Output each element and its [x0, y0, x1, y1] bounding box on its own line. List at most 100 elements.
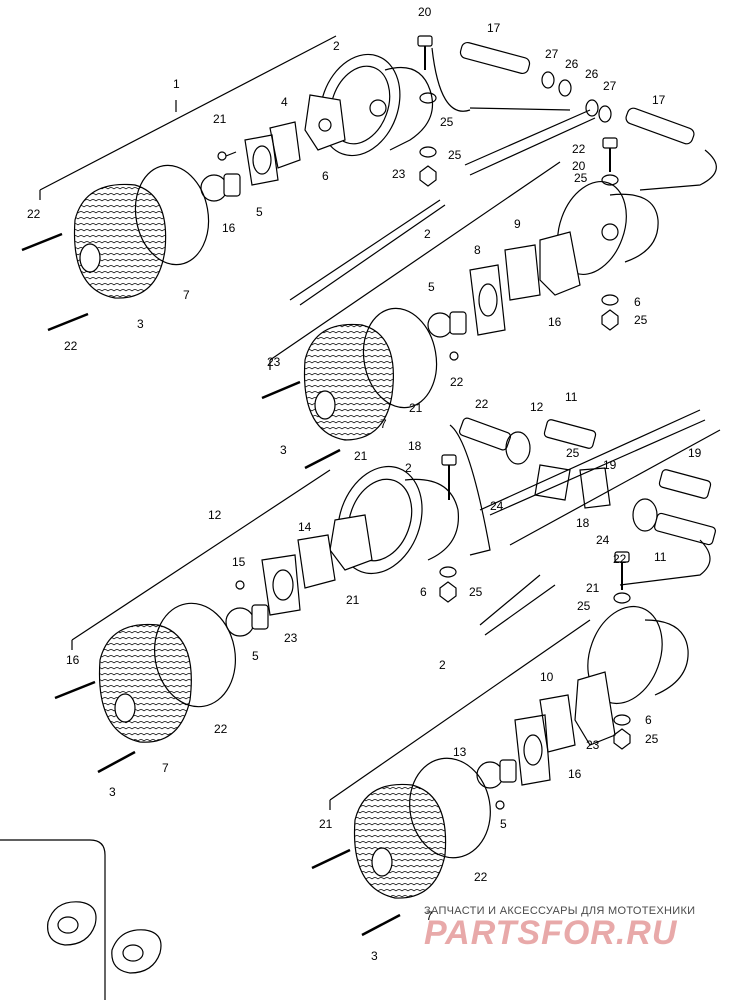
callout-label: 22 [27, 207, 41, 221]
callout-label: 25 [566, 446, 580, 460]
callout-label: 6 [645, 713, 652, 727]
callout-label: 7 [380, 417, 387, 431]
callout-label: 21 [409, 401, 423, 415]
bulb [427, 311, 467, 338]
mounting-stay [574, 671, 616, 746]
callout-label: 21 [346, 593, 360, 607]
lens-gasket-plate [469, 264, 506, 336]
callout-label: 11 [565, 390, 578, 404]
callout-label: 25 [577, 599, 591, 613]
callout-label: 3 [137, 317, 144, 331]
callout-label: 21 [319, 817, 333, 831]
lens-gasket-plate [244, 134, 279, 186]
callout-label: 26 [565, 57, 579, 71]
watermark-logo: PARTSFOR.RU [424, 914, 678, 952]
bolt [441, 454, 457, 500]
group-bracket-8 [269, 161, 561, 370]
callout-label: 6 [634, 295, 641, 309]
callout-label: 13 [453, 745, 467, 759]
wire [464, 109, 596, 176]
callout-label: 5 [256, 205, 263, 219]
watermark-subtitle: ЗАПЧАСТИ И АКСЕССУАРЫ ДЛЯ МОТОТЕХНИКИ [424, 905, 696, 917]
long-screw [97, 750, 136, 774]
assembly-8-front-left-turn-signal [261, 137, 659, 470]
reflector [111, 929, 162, 974]
callout-label: 10 [540, 670, 554, 684]
callout-label: 24 [490, 499, 504, 513]
lens [98, 623, 192, 743]
callout-label: 5 [428, 280, 435, 294]
nut [601, 309, 619, 331]
callout-label: 7 [183, 288, 190, 302]
long-screw [304, 448, 341, 470]
callout-label: 25 [440, 115, 454, 129]
long-screw [361, 913, 401, 937]
assembly-10-rear-left-turn-signal [311, 539, 711, 937]
lens [353, 783, 447, 899]
callout-label: 25 [574, 171, 588, 185]
assembly-14-rear-right-turn-signal [54, 424, 491, 774]
washer [613, 714, 631, 726]
washer [613, 592, 631, 604]
callout-label: 16 [66, 653, 80, 667]
callout-label: 22 [450, 375, 464, 389]
bulb-socket [504, 244, 541, 301]
nut [613, 728, 631, 750]
callout-label: 11 [654, 550, 667, 564]
callout-label: 7 [162, 761, 169, 775]
callout-label: 12 [208, 508, 222, 522]
callout-label: 22 [613, 552, 627, 566]
callout-label: 22 [475, 397, 489, 411]
group-bracket-14 [71, 469, 331, 650]
callout-label: 27 [545, 47, 559, 61]
callout-label: 26 [585, 67, 599, 81]
callout-label: 14 [298, 520, 312, 534]
screw [217, 151, 237, 161]
long-screw [47, 312, 89, 332]
group-bracket-10 [329, 619, 591, 810]
screw [235, 580, 245, 590]
bulb-socket [269, 121, 301, 169]
bulb [225, 604, 269, 637]
nut [439, 581, 457, 603]
washer [419, 146, 437, 158]
callout-label: 5 [252, 649, 259, 663]
callout-label: 23 [284, 631, 298, 645]
callout-label: 25 [634, 313, 648, 327]
callout-label: 12 [530, 400, 544, 414]
group-bracket-1 [39, 35, 337, 200]
lens [303, 323, 394, 441]
bolt [602, 137, 618, 172]
callout-label: 2 [405, 461, 412, 475]
callout-label: 16 [548, 315, 562, 329]
callout-label: 16 [568, 767, 582, 781]
callout-label: 23 [392, 167, 406, 181]
wire [479, 574, 556, 636]
callout-label: 24 [596, 533, 610, 547]
callout-label: 21 [213, 112, 227, 126]
wire-connector-set-top [459, 41, 717, 191]
long-screw [54, 680, 96, 700]
callout-label: 8 [474, 243, 481, 257]
callout-label: 25 [645, 732, 659, 746]
screw [449, 351, 459, 361]
lens-gasket-plate [514, 714, 551, 786]
callout-label: 25 [469, 585, 483, 599]
washer [419, 92, 437, 104]
bulb-socket [539, 694, 576, 753]
callout-label: 19 [603, 458, 617, 472]
callout-label: 22 [572, 142, 586, 156]
callout-label: 2 [424, 227, 431, 241]
callout-label: 22 [64, 339, 78, 353]
lens-gasket-plate [261, 554, 301, 616]
callout-label: 20 [418, 5, 432, 19]
mounting-stay [329, 514, 373, 571]
wire [431, 47, 571, 112]
callout-label: 5 [500, 817, 507, 831]
mounting-hardware-center [458, 409, 721, 636]
inset-reflector-detail [0, 839, 162, 1000]
mounting-stay [304, 94, 346, 151]
long-screw [311, 848, 351, 870]
callout-label: 15 [232, 555, 246, 569]
